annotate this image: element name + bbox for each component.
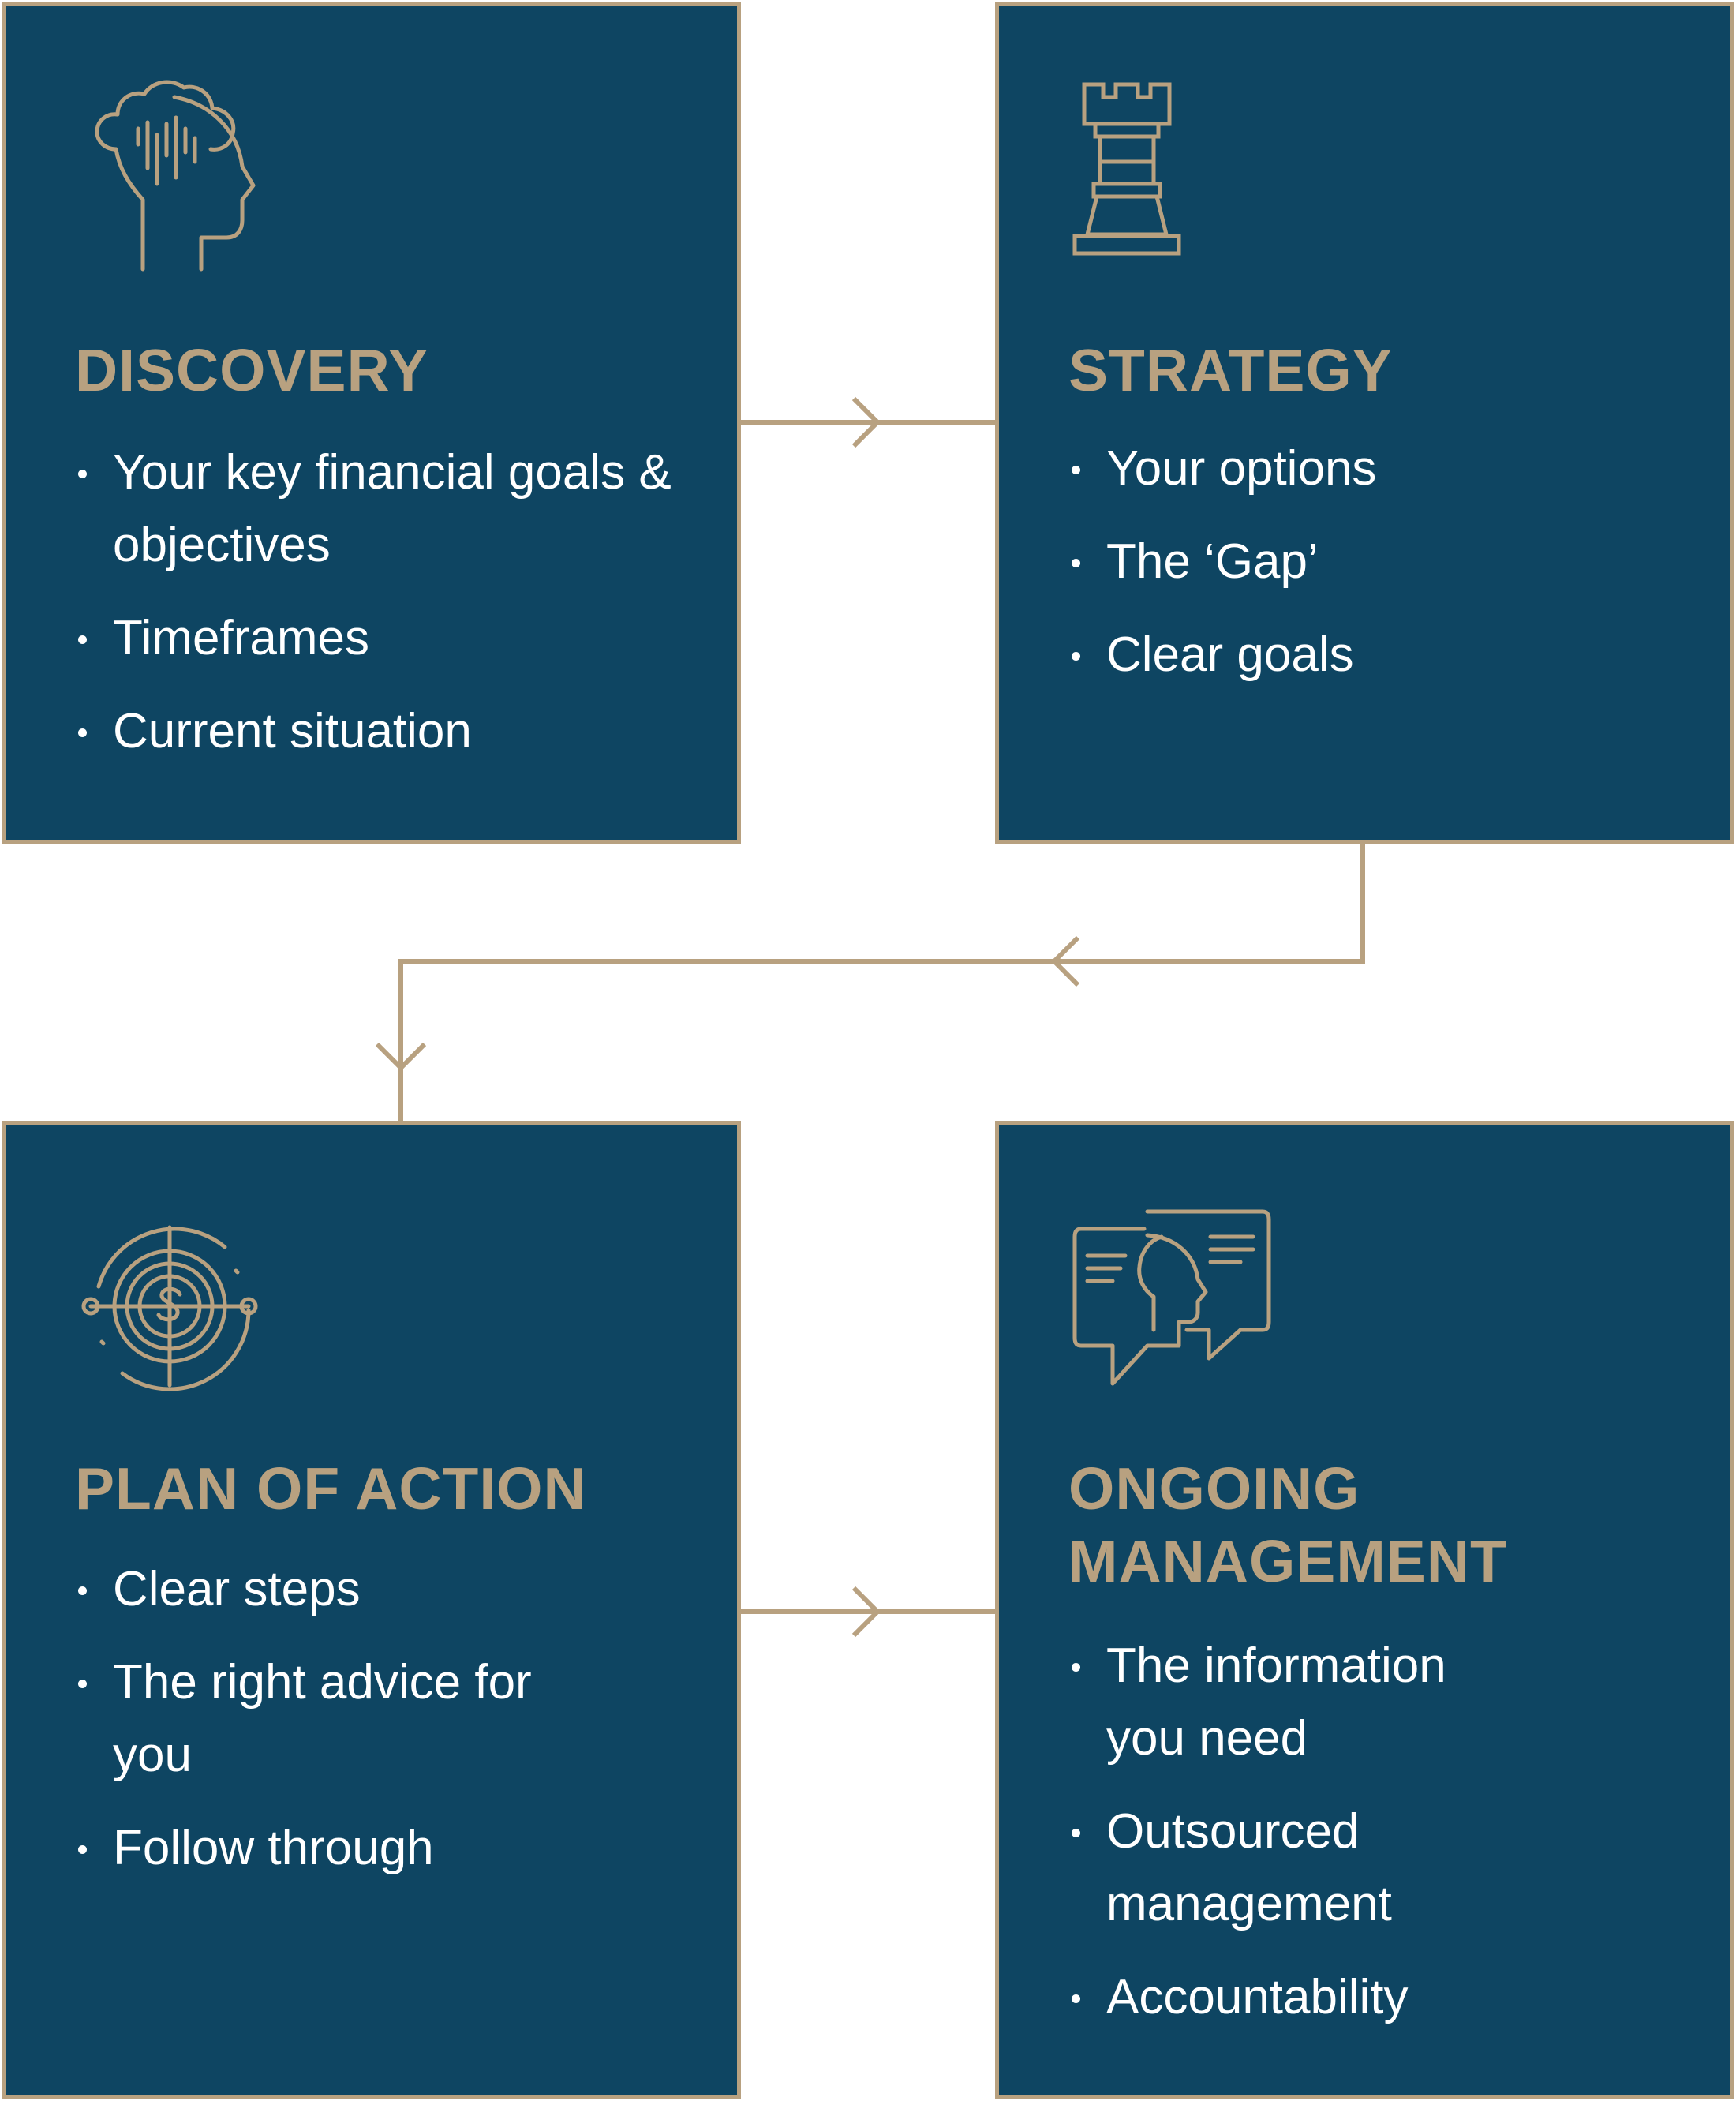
- conversation-heads-icon: [1072, 1209, 1271, 1386]
- list-item: Follow through: [75, 1812, 564, 1885]
- discovery-list: Your key financial goals & objectives Ti…: [75, 436, 675, 788]
- list-item: Current situation: [75, 695, 675, 768]
- list-item: Clear goals: [1068, 619, 1684, 691]
- list-item: The right advice for you: [75, 1646, 564, 1792]
- strategy-card: STRATEGY Your options The ‘Gap’ Clear go…: [995, 2, 1734, 844]
- ongoing-management-card: ONGOING MANAGEMENT The information you n…: [995, 1121, 1734, 2099]
- list-item: Outsourced management: [1068, 1796, 1510, 1941]
- plan-of-action-list: Clear steps The right advice for you Fol…: [75, 1553, 564, 1905]
- step-title: ONGOING MANAGEMENT: [1068, 1455, 1507, 1594]
- ongoing-management-list: The information you need Outsourced mana…: [1068, 1630, 1510, 2054]
- list-item: Clear steps: [75, 1553, 564, 1626]
- arrow-strategy-to-plan: [375, 841, 1365, 1123]
- step-title: DISCOVERY: [75, 337, 428, 403]
- head-data-icon: [95, 80, 256, 272]
- list-item: The information you need: [1068, 1630, 1510, 1775]
- list-item: Your options: [1068, 433, 1684, 505]
- step-title: PLAN OF ACTION: [75, 1455, 587, 1522]
- list-item: The ‘Gap’: [1068, 526, 1684, 598]
- list-item: Timeframes: [75, 602, 675, 675]
- step-title: STRATEGY: [1068, 337, 1393, 403]
- strategy-list: Your options The ‘Gap’ Clear goals: [1068, 433, 1684, 712]
- list-item: Your key financial goals & objectives: [75, 436, 675, 582]
- arrow-plan-to-ongoing: [740, 1586, 996, 1638]
- discovery-card: DISCOVERY Your key financial goals & obj…: [2, 2, 741, 844]
- plan-of-action-card: PLAN OF ACTION Clear steps The right adv…: [2, 1121, 741, 2099]
- arrow-discovery-to-strategy: [740, 396, 996, 448]
- target-dollar-icon: [81, 1225, 258, 1391]
- list-item: Accountability: [1068, 1961, 1510, 2034]
- chess-rook-icon: [1072, 82, 1181, 256]
